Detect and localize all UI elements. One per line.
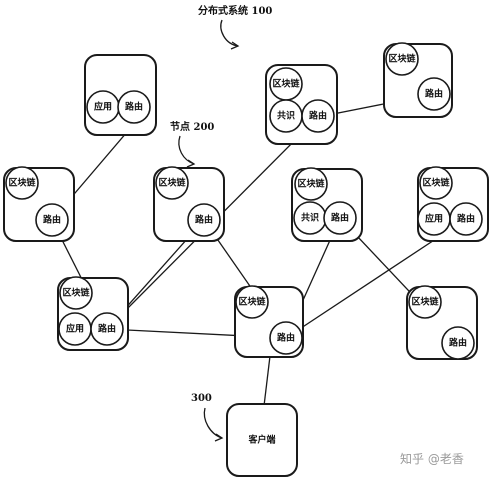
node-top-center: 区块链 共识 路由 xyxy=(265,64,338,145)
routing-circle xyxy=(323,201,357,235)
link-bottomcenter-to-client xyxy=(263,355,271,407)
client-label: 客户端 xyxy=(247,434,275,446)
blockchain-label: 区块链 xyxy=(8,177,36,189)
system-caption-arrow xyxy=(220,19,239,47)
node-caption: 节点 200 xyxy=(170,120,214,133)
system-caption: 分布式系统 100 xyxy=(198,4,272,17)
client-caption-arrow xyxy=(203,407,223,439)
routing-circle xyxy=(117,90,151,124)
blockchain-circle xyxy=(419,166,453,200)
node-center: 区块链 路由 xyxy=(153,166,225,242)
routing-label: 路由 xyxy=(331,212,349,224)
routing-circle xyxy=(90,312,124,346)
node-bottom-center: 区块链 路由 xyxy=(234,285,304,358)
app-label: 应用 xyxy=(66,323,84,335)
blockchain-circle xyxy=(294,167,328,201)
watermark: 知乎 @老香 xyxy=(400,452,464,466)
routing-label: 路由 xyxy=(457,213,475,225)
routing-label: 路由 xyxy=(425,88,443,100)
blockchain-label: 区块链 xyxy=(158,177,186,189)
routing-label: 路由 xyxy=(43,214,61,226)
blockchain-label: 区块链 xyxy=(411,296,439,308)
blockchain-label: 区块链 xyxy=(388,53,416,65)
blockchain-label: 区块链 xyxy=(297,178,325,190)
routing-circle xyxy=(449,202,483,236)
node-caption-arrow xyxy=(178,135,195,165)
routing-circle xyxy=(417,77,451,111)
node-mid-right: 区块链 共识 路由 xyxy=(291,167,363,242)
routing-label: 路由 xyxy=(309,110,327,122)
routing-label: 路由 xyxy=(277,332,295,344)
node-far-right: 区块链 应用 路由 xyxy=(417,166,489,242)
blockchain-circle xyxy=(5,166,39,200)
node-bottom-right: 区块链 路由 xyxy=(406,285,478,360)
node-top-left: 应用 路由 xyxy=(84,54,157,136)
routing-circle xyxy=(187,203,221,237)
blockchain-label: 区块链 xyxy=(272,78,300,90)
node-left-middle: 区块链 路由 xyxy=(3,166,75,242)
system-caption-arrowhead xyxy=(230,41,240,50)
client-node: 客户端 xyxy=(226,403,298,477)
client-caption-arrowhead xyxy=(214,433,224,442)
blockchain-circle xyxy=(385,42,419,76)
routing-label: 路由 xyxy=(449,337,467,349)
routing-circle xyxy=(35,203,69,237)
blockchain-circle xyxy=(235,285,269,319)
node-top-right: 区块链 路由 xyxy=(383,42,453,118)
consensus-label: 共识 xyxy=(301,212,319,224)
routing-label: 路由 xyxy=(125,101,143,113)
routing-circle xyxy=(441,326,475,360)
app-label: 应用 xyxy=(425,213,443,225)
blockchain-label: 区块链 xyxy=(62,287,90,299)
blockchain-label: 区块链 xyxy=(422,177,450,189)
blockchain-circle xyxy=(408,285,442,319)
node-caption-arrowhead xyxy=(186,159,196,168)
node-lower-left: 区块链 应用 路由 xyxy=(57,276,129,351)
blockchain-label: 区块链 xyxy=(238,296,266,308)
connections xyxy=(51,93,467,407)
routing-label: 路由 xyxy=(195,214,213,226)
routing-circle xyxy=(269,321,303,355)
app-label: 应用 xyxy=(94,101,112,113)
consensus-label: 共识 xyxy=(277,110,295,122)
blockchain-circle xyxy=(59,276,93,310)
routing-circle xyxy=(301,99,335,133)
routing-label: 路由 xyxy=(98,323,116,335)
blockchain-circle xyxy=(155,166,189,200)
client-caption: 300 xyxy=(191,393,212,404)
